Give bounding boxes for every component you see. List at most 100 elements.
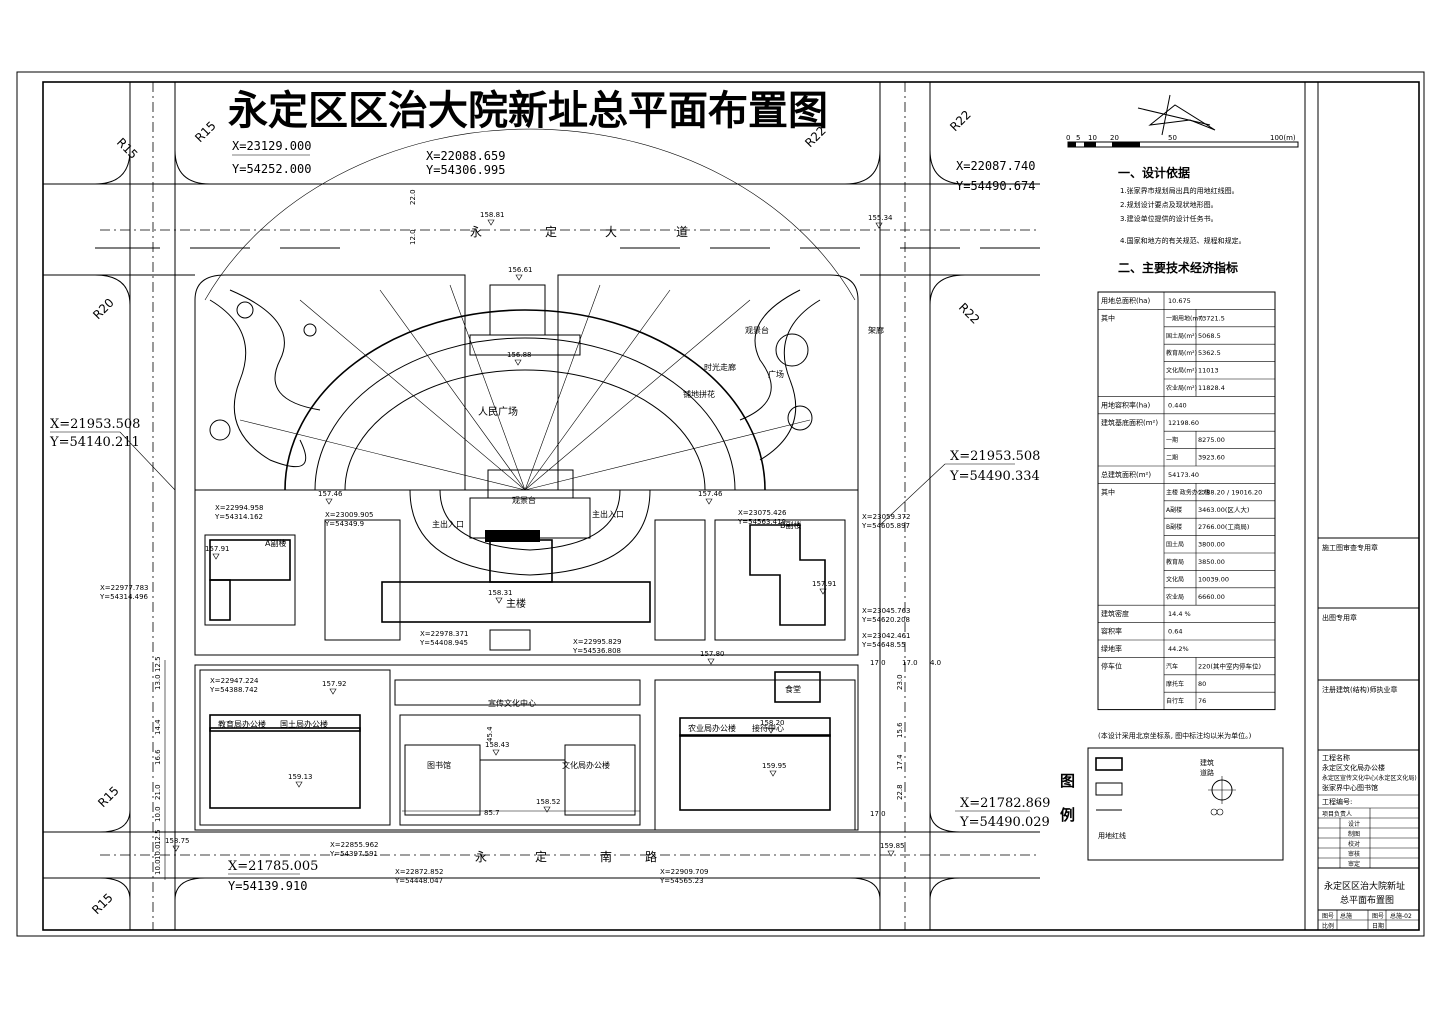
table-cell: 一期用地(m²) (1166, 314, 1203, 322)
podium-label: 观景台 (512, 495, 536, 505)
dimension-value: 23.0 (896, 674, 904, 690)
dimension-value: 22.8 (896, 784, 904, 800)
dimension-value: 16.6 (154, 749, 162, 765)
coord-x: X=22088.659 (426, 149, 505, 163)
elevation-marker (767, 727, 775, 734)
building-a-label: A副楼 (265, 538, 286, 548)
table-cell: 11013 (1198, 367, 1219, 375)
survey-coord: Y=54565.23 (659, 877, 704, 885)
culture-office-label: 文化局办公楼 (562, 760, 610, 770)
note-item: 1.张家界市规划局出具的用地红线图。 (1120, 186, 1239, 195)
dimension-value: 13.0 (154, 674, 162, 690)
note-item: 2.规划设计要点及现状地形图。 (1120, 200, 1218, 209)
dimension-value: 17.0 (902, 659, 918, 667)
dimension-value: 12.5 (154, 829, 162, 845)
edu-office (209, 727, 361, 809)
flower-label: 铺地拼花 (683, 389, 715, 399)
project-name: 永定区文化局办公楼 (1322, 763, 1385, 772)
agri-office-label: 农业局办公楼 (688, 723, 736, 733)
table-cell: 14.4 % (1168, 610, 1191, 618)
elevation-marker (887, 850, 895, 857)
elevation-value: 159.95 (762, 762, 787, 770)
table-cell: 用地容积率(ha) (1101, 400, 1150, 409)
role-label: 校对 (1348, 840, 1360, 848)
survey-coord: Y=54408.945 (419, 639, 468, 647)
survey-coord: X=23042.461 (862, 632, 911, 640)
table-cell: 6660.00 (1198, 593, 1225, 601)
survey-coord: X=22995.829 (573, 638, 622, 646)
building-a (204, 534, 296, 626)
table-cell: 绿地率 (1101, 644, 1122, 653)
radius-label: R22 (956, 300, 983, 327)
legend-swatch-building (1095, 757, 1123, 771)
elevation-marker (707, 658, 715, 665)
table-cell: 220(其中室内停车位) (1198, 661, 1261, 670)
corner-coordinates: X=23129.000 Y=54252.000 X=22088.659 Y=54… (49, 139, 1050, 893)
dimension-value: 17.0 (870, 810, 886, 818)
dimension-value: 10.0 (154, 844, 162, 860)
radius-label: R20 (90, 296, 117, 323)
gate-square-label: 时光走廊 (704, 362, 736, 372)
elevation-marker (515, 274, 523, 281)
coord-y: Y=54306.995 (426, 163, 505, 177)
legend-title: 图 (1060, 772, 1075, 790)
table-row: 总建筑面积(m²)54173.40 (1101, 470, 1199, 479)
project-name: 永定区宣传文化中心(永定区文化局) (1322, 774, 1417, 782)
survey-coord: Y=54536.808 (572, 647, 621, 655)
table-row: 用地总面积(ha)10.675 (1101, 296, 1191, 305)
library-label: 图书馆 (427, 760, 451, 770)
table-row: 国土局(m²)5068.5 (1166, 332, 1221, 340)
indicator-table: 用地总面积(ha)10.675其中一期用地(m²)73721.5国土局(m²)5… (1097, 291, 1276, 711)
inner-border (42, 81, 1420, 931)
footnote: (本设计采用北京坐标系, 图中标注均以米为单位。) (1098, 731, 1252, 740)
legend: 建筑 道路 用地红线 图 例 (1060, 747, 1284, 861)
role-label: 制图 (1348, 830, 1360, 838)
table-cell: 80 (1198, 680, 1206, 688)
table-row: 其中主楼 政务办公楼2788.20 / 19016.20 (1101, 487, 1262, 496)
main-entry-label: 主出入口 (432, 519, 464, 529)
footer-cell: 日期 (1372, 922, 1384, 930)
role-label: 审定 (1348, 860, 1360, 868)
drawing-name: 永定区区治大院新址 (1324, 880, 1405, 892)
building-b (714, 519, 846, 641)
coord-x: X=21953.508 (950, 449, 1040, 464)
dimension-value: 12.0 (409, 229, 417, 245)
survey-coord: Y=54563.419 (737, 518, 786, 526)
dimension-value: 21.0 (154, 784, 162, 800)
survey-coord: Y=54620.208 (861, 616, 910, 624)
table-cell: 停车位 (1101, 661, 1122, 670)
main-exit-label: 主出入口 (592, 509, 624, 519)
survey-coord: Y=54397.591 (329, 850, 378, 858)
canteen (774, 671, 821, 703)
coord-x: X=21953.508 (50, 417, 140, 432)
land-office-label: 国土局办公楼 (280, 719, 328, 729)
legend-item: 建筑 (1200, 758, 1214, 767)
drawing-title: 永定区区治大院新址总平面布置图 (228, 87, 828, 134)
notes-panel: 一、设计依据 1.张家界市规划局出具的用地红线图。 2.规划设计要点及现状地形图… (1097, 165, 1276, 740)
survey-coord: Y=54448.047 (394, 877, 443, 885)
survey-coord: X=23059.372 (862, 513, 911, 521)
road-char: 大 (605, 225, 617, 239)
radius-label: R15 (114, 135, 141, 162)
footer-cell: 比例 (1322, 922, 1334, 930)
scale-tick: 20 (1110, 134, 1119, 142)
scale-tick: 50 (1168, 134, 1177, 142)
elevation-marker (295, 781, 303, 788)
table-cell: 0.64 (1168, 628, 1182, 636)
elevation-value: 157.46 (318, 490, 343, 498)
table-cell: 2788.20 / 19016.20 (1198, 488, 1262, 496)
roads (43, 82, 1040, 930)
road-name-north: 永 定 大 道 (470, 224, 688, 239)
survey-coord: Y=54314.162 (214, 513, 263, 521)
section-heading: 二、主要技术经济指标 (1118, 260, 1238, 275)
road-char: 南 (600, 849, 612, 864)
table-cell: 2766.00(工商局) (1198, 522, 1249, 531)
building-b-label: B副楼 (780, 520, 802, 530)
project-name: 张家界中心图书馆 (1322, 783, 1378, 792)
coord-y: Y=54139.910 (228, 879, 307, 893)
agri-office (679, 734, 831, 811)
